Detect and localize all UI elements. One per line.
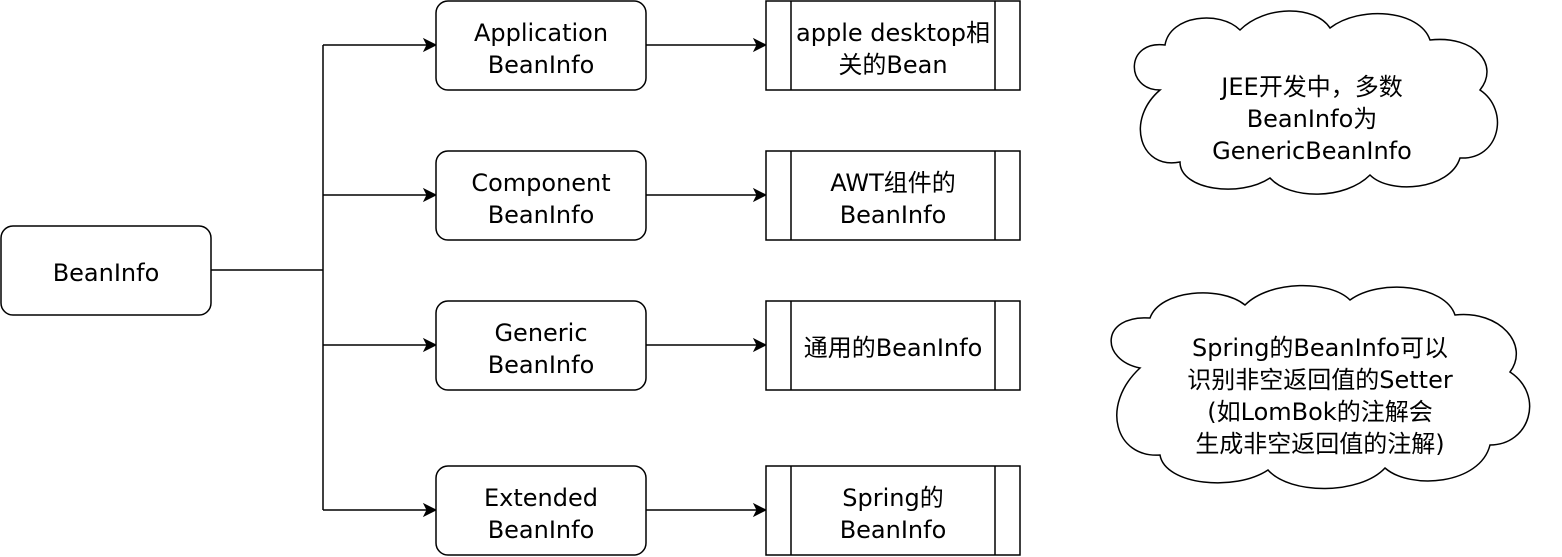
cloud-note-spring-line-1: Spring的BeanInfo可以 bbox=[1192, 334, 1448, 362]
node-generic-box bbox=[435, 300, 647, 391]
cloud-note-spring-line-3: (如LomBok的注解会 bbox=[1207, 398, 1432, 426]
node-extended-line-2: BeanInfo bbox=[488, 516, 595, 544]
cloud-note-spring: Spring的BeanInfo可以 识别非空返回值的Setter (如LomBo… bbox=[1110, 284, 1531, 490]
arrowhead-component bbox=[422, 187, 438, 203]
node-component-line-2: BeanInfo bbox=[488, 201, 595, 229]
node-generic-line-2: BeanInfo bbox=[488, 351, 595, 379]
cloud-note-spring-line-4: 生成非空返回值的注解) bbox=[1195, 430, 1444, 458]
arrowhead-component-detail bbox=[752, 187, 768, 203]
node-beaninfo-label: BeanInfo bbox=[53, 259, 160, 287]
detail-application: apple desktop相 关的Bean bbox=[765, 0, 1021, 91]
cloud-note-spring-shape bbox=[1110, 284, 1531, 490]
node-extended-box bbox=[435, 465, 647, 556]
cloud-note-jee-line-2: BeanInfo为 bbox=[1247, 105, 1378, 133]
detail-component: AWT组件的 BeanInfo bbox=[765, 150, 1021, 241]
cloud-note-spring-line-2: 识别非空返回值的Setter bbox=[1187, 366, 1453, 394]
cloud-note-jee: JEE开发中，多数 BeanInfo为 GenericBeanInfo bbox=[1133, 10, 1499, 195]
connectors bbox=[211, 37, 768, 518]
detail-application-box bbox=[765, 0, 1021, 91]
detail-component-line-1: AWT组件的 bbox=[830, 169, 956, 197]
cloud-note-jee-line-1: JEE开发中，多数 bbox=[1219, 73, 1402, 101]
detail-component-line-2: BeanInfo bbox=[840, 201, 947, 229]
node-extended-beaninfo: Extended BeanInfo bbox=[435, 465, 647, 556]
node-application-box bbox=[435, 0, 647, 91]
arrowhead-generic-detail bbox=[752, 337, 768, 353]
detail-extended-box bbox=[765, 465, 1021, 556]
detail-extended-line-1: Spring的 bbox=[842, 484, 943, 512]
node-beaninfo: BeanInfo bbox=[0, 225, 212, 316]
connector-root-trunk bbox=[211, 45, 324, 510]
node-component-beaninfo: Component BeanInfo bbox=[435, 150, 647, 241]
node-component-line-1: Component bbox=[471, 169, 610, 197]
detail-extended: Spring的 BeanInfo bbox=[765, 465, 1021, 556]
detail-generic: 通用的BeanInfo bbox=[765, 300, 1021, 391]
cloud-note-jee-shape bbox=[1133, 10, 1499, 195]
node-generic-line-1: Generic bbox=[494, 319, 587, 347]
arrowhead-application bbox=[422, 37, 438, 53]
detail-component-box bbox=[765, 150, 1021, 241]
detail-application-line-1: apple desktop相 bbox=[796, 19, 990, 47]
detail-generic-box bbox=[765, 300, 1021, 391]
cloud-note-jee-line-3: GenericBeanInfo bbox=[1212, 137, 1412, 165]
node-application-beaninfo: Application BeanInfo bbox=[435, 0, 647, 91]
arrowhead-application-detail bbox=[752, 37, 768, 53]
node-generic-beaninfo: Generic BeanInfo bbox=[435, 300, 647, 391]
node-beaninfo-box bbox=[0, 225, 212, 316]
node-application-line-2: BeanInfo bbox=[488, 51, 595, 79]
arrowhead-extended bbox=[422, 502, 438, 518]
arrowhead-extended-detail bbox=[752, 502, 768, 518]
node-application-line-1: Application bbox=[474, 19, 608, 47]
arrowhead-generic bbox=[422, 337, 438, 353]
node-extended-line-1: Extended bbox=[484, 484, 598, 512]
detail-generic-line-1: 通用的BeanInfo bbox=[804, 334, 983, 362]
detail-application-line-2: 关的Bean bbox=[838, 51, 947, 79]
node-component-box bbox=[435, 150, 647, 241]
detail-extended-line-2: BeanInfo bbox=[840, 516, 947, 544]
